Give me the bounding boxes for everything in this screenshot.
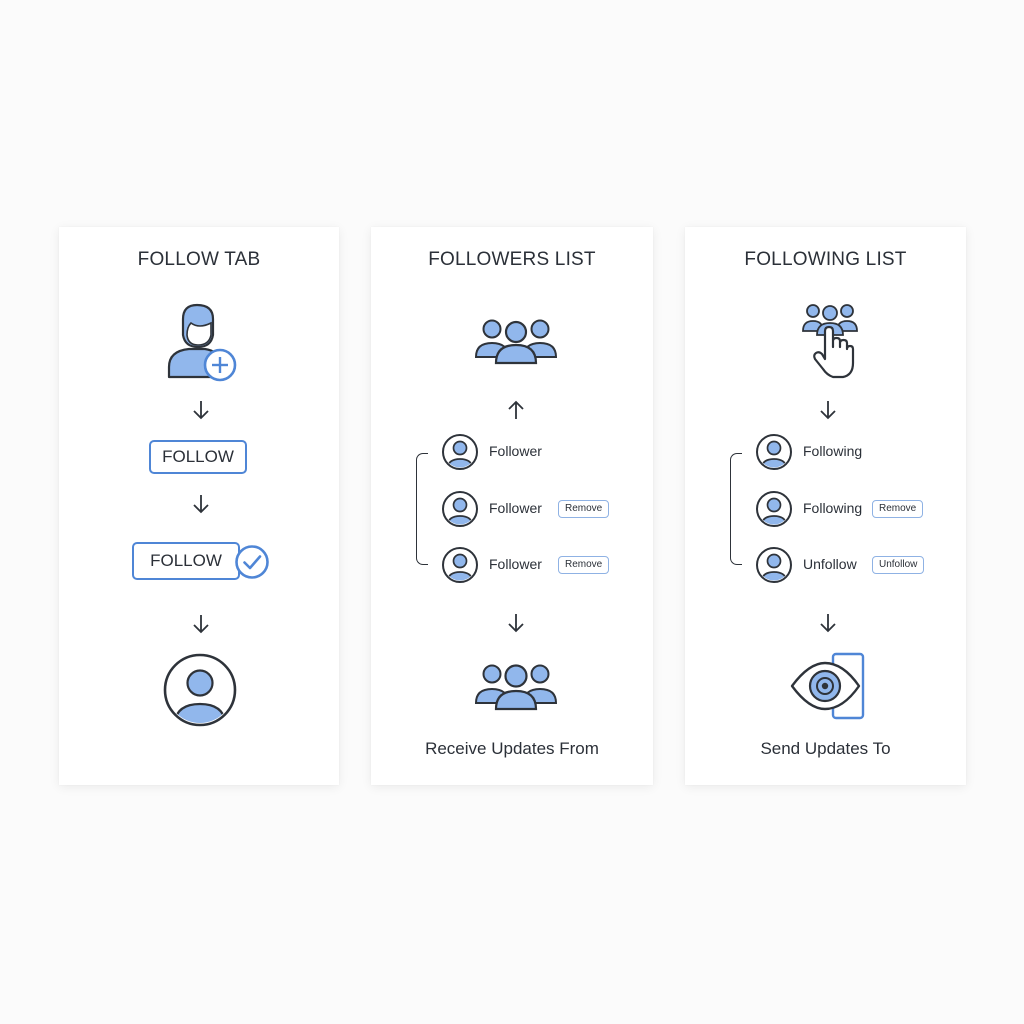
follow-tab-panel: FOLLOW TAB FOLLOW FOLLOW — [59, 227, 339, 785]
user-avatar-icon — [442, 434, 478, 470]
user-avatar-icon — [442, 547, 478, 583]
following-list-panel: FOLLOWING LIST Following Following Remov… — [685, 227, 966, 785]
panel-title: FOLLOWERS LIST — [428, 249, 596, 270]
following-row[interactable]: Following Remove — [755, 490, 955, 528]
following-label: Following — [803, 443, 863, 459]
follower-row[interactable]: Follower — [441, 433, 641, 471]
arrow-up-icon — [508, 400, 524, 419]
user-avatar-icon — [756, 491, 792, 527]
list-bracket — [416, 453, 428, 565]
panel-caption: Send Updates To — [760, 739, 891, 758]
following-row[interactable]: Following — [755, 433, 955, 471]
list-bracket — [730, 453, 742, 565]
arrow-down-icon — [193, 495, 209, 514]
remove-button[interactable]: Remove — [872, 500, 924, 518]
arrow-down-icon — [820, 614, 836, 633]
following-row[interactable]: Unfollow Unfollow — [755, 546, 955, 584]
remove-button[interactable]: Remove — [558, 500, 610, 518]
eye-device-icon — [790, 652, 865, 720]
follower-label: Follower — [489, 500, 542, 516]
check-circle-icon — [235, 545, 269, 579]
group-icon — [474, 319, 558, 365]
arrow-down-icon — [508, 614, 524, 633]
follower-label: Follower — [489, 556, 542, 572]
followed-button[interactable]: FOLLOW — [132, 542, 240, 580]
unfollow-button[interactable]: Unfollow — [872, 556, 925, 574]
follower-label: Follower — [489, 443, 542, 459]
following-label: Following — [803, 500, 863, 516]
panel-caption: Receive Updates From — [425, 739, 599, 758]
followers-list-panel: FOLLOWERS LIST Follower Follower Remove — [371, 227, 653, 785]
remove-button[interactable]: Remove — [558, 556, 610, 574]
user-add-icon — [167, 303, 237, 382]
arrow-down-icon — [820, 401, 836, 420]
user-avatar-icon — [442, 491, 478, 527]
follower-row[interactable]: Follower Remove — [441, 546, 641, 584]
follow-button[interactable]: FOLLOW — [149, 440, 247, 474]
follower-row[interactable]: Follower Remove — [441, 490, 641, 528]
arrow-down-icon — [193, 401, 209, 420]
group-pointer-icon — [802, 304, 858, 379]
user-avatar-icon — [756, 547, 792, 583]
user-avatar-icon — [756, 434, 792, 470]
panel-title: FOLLOW TAB — [137, 249, 261, 270]
profile-avatar-icon[interactable] — [162, 652, 238, 728]
group-icon — [474, 664, 558, 711]
arrow-down-icon — [193, 615, 209, 634]
following-label: Unfollow — [803, 556, 857, 572]
panel-title: FOLLOWING LIST — [744, 249, 907, 270]
